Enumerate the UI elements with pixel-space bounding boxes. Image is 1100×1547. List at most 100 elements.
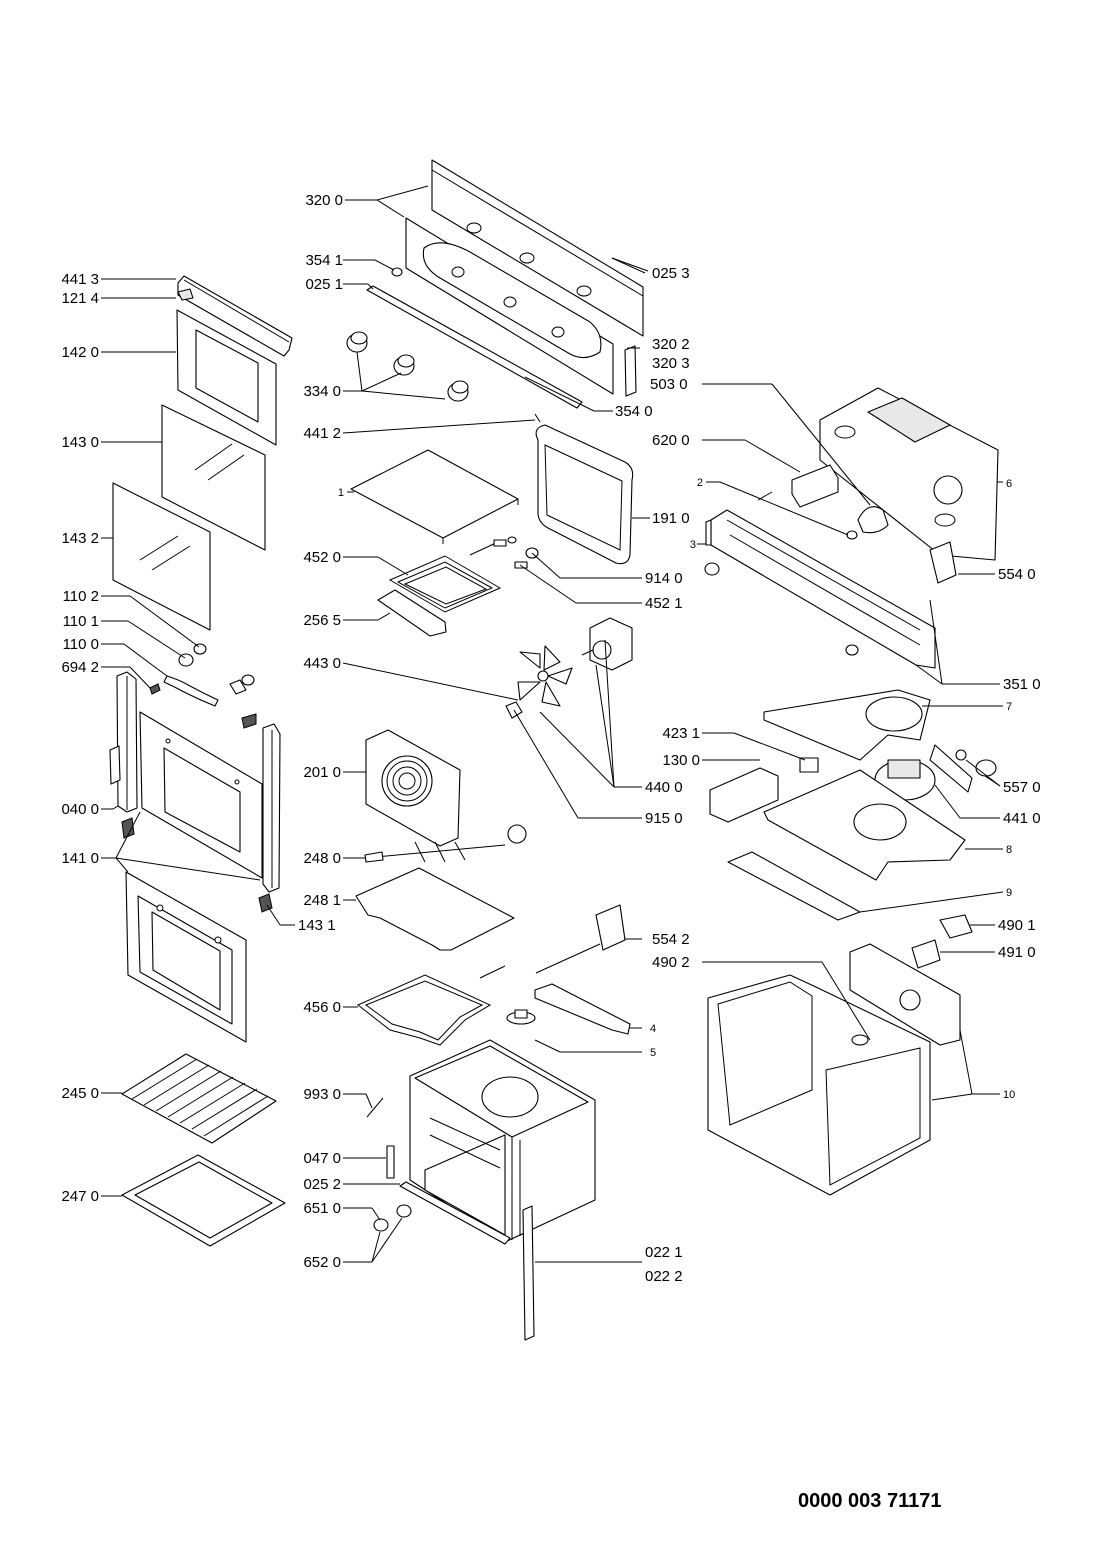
callout-labels: 320 0 354 1 025 1 025 3 320 2 320 3 441 … (61, 192, 1040, 1285)
callout-620-0: 620 0 (652, 432, 690, 449)
callout-256-5: 256 5 (303, 612, 341, 629)
callout-452-0: 452 0 (303, 549, 341, 566)
callout-3: 3 (690, 539, 696, 551)
callout-354-0: 354 0 (615, 403, 653, 420)
callout-554-2: 554 2 (652, 931, 690, 948)
callout-6: 6 (1006, 478, 1012, 490)
top-plate (350, 449, 519, 544)
safety-thermostat (929, 744, 997, 793)
fixings-651-652 (373, 1204, 412, 1232)
callout-022-1: 022 1 (645, 1244, 683, 1261)
callout-248-1: 248 1 (303, 892, 341, 909)
fan-cover (365, 729, 461, 847)
callout-143-1: 143 1 (298, 917, 336, 934)
callout-2: 2 (697, 477, 703, 489)
callout-490-1: 490 1 (998, 917, 1036, 934)
part-491-0 (911, 939, 941, 969)
door-side-frame-right (258, 723, 281, 913)
cover-4 (534, 983, 631, 1035)
callout-143-2: 143 2 (61, 530, 99, 547)
fan-motor (581, 617, 633, 671)
part-490-1 (939, 914, 973, 939)
callout-557-0: 557 0 (1003, 779, 1041, 796)
top-cooling-cover (819, 387, 999, 561)
callout-1: 1 (338, 487, 344, 499)
bottom-duct-plate (763, 769, 966, 881)
callout-110-2: 110 2 (63, 588, 99, 605)
cavity-front-strip (399, 1181, 511, 1245)
callout-022-2: 022 2 (645, 1268, 683, 1285)
callout-443-0: 443 0 (303, 655, 341, 672)
door-inner-glass (176, 309, 277, 446)
callout-320-0: 320 0 (305, 192, 343, 209)
document-number: 0000 003 71171 (798, 1490, 942, 1512)
callout-993-0: 993 0 (303, 1086, 341, 1103)
callout-141-0: 141 0 (61, 850, 99, 867)
callout-110-0: 110 0 (63, 636, 99, 653)
screw (366, 1097, 384, 1118)
callout-143-0: 143 0 (61, 434, 99, 451)
door-panel (139, 711, 263, 879)
rotisserie-spit (364, 824, 527, 863)
socket-left (704, 562, 720, 576)
rotisserie-frame (355, 867, 515, 951)
callout-025-1: 025 1 (305, 276, 343, 293)
callout-694-2: 694 2 (61, 659, 99, 676)
callout-423-1: 423 1 (662, 725, 700, 742)
callout-025-3: 025 3 (652, 265, 690, 282)
callout-247-0: 247 0 (61, 1188, 99, 1205)
rear-frame (707, 943, 961, 1196)
leader-lines (101, 185, 1004, 1263)
callout-440-0: 440 0 (645, 779, 683, 796)
callout-7: 7 (1006, 701, 1012, 713)
hinge-small-parts (149, 643, 255, 707)
door-glass-143-2 (112, 482, 211, 631)
callout-441-2: 441 2 (303, 425, 341, 442)
terminal-block-423-1 (799, 757, 819, 773)
callout-191-0: 191 0 (652, 510, 690, 527)
deflector-9 (727, 851, 861, 921)
callout-503-0: 503 0 (650, 376, 688, 393)
callout-4: 4 (650, 1023, 656, 1035)
callout-025-2: 025 2 (303, 1176, 341, 1193)
fan-blade (505, 645, 573, 719)
control-panel-front (431, 159, 644, 337)
front-chassis (705, 509, 936, 669)
baking-tray (121, 1154, 286, 1247)
callout-121-4: 121 4 (61, 290, 99, 307)
callout-915-0: 915 0 (645, 810, 683, 827)
callout-245-0: 245 0 (61, 1085, 99, 1102)
thermostat-554-0 (929, 541, 957, 584)
callout-491-0: 491 0 (998, 944, 1036, 961)
callout-040-0: 040 0 (61, 801, 99, 818)
control-panel-back (405, 217, 637, 397)
door-glass-143-0 (161, 404, 266, 551)
callout-10: 10 (1003, 1089, 1015, 1101)
callout-441-3: 441 3 (61, 271, 99, 288)
callout-130-0: 130 0 (662, 752, 700, 769)
bottom-element (357, 965, 506, 1046)
callout-201-0: 201 0 (303, 764, 341, 781)
socket-bottom (845, 644, 859, 656)
callout-456-0: 456 0 (303, 999, 341, 1016)
callout-914-0: 914 0 (645, 570, 683, 587)
callout-142-0: 142 0 (61, 344, 99, 361)
grill-element (388, 536, 517, 613)
callout-334-0: 334 0 (303, 383, 341, 400)
outer-door (125, 871, 247, 1043)
fan-cover-rod (534, 413, 541, 423)
callout-354-1: 354 1 (305, 252, 343, 269)
lamp-cap (846, 530, 858, 540)
callout-320-2: 320 2 (652, 336, 690, 353)
timer-130-0 (709, 767, 779, 823)
duct-plate (763, 689, 931, 761)
callout-490-2: 490 2 (652, 954, 690, 971)
callout-652-0: 652 0 (303, 1254, 341, 1271)
timer-knob (857, 506, 889, 534)
door-side-frame-left (109, 671, 138, 839)
terminal-insulator (514, 561, 528, 569)
part-047 (386, 1145, 395, 1179)
callout-110-1: 110 1 (63, 613, 99, 630)
grill-bracket (377, 589, 447, 637)
